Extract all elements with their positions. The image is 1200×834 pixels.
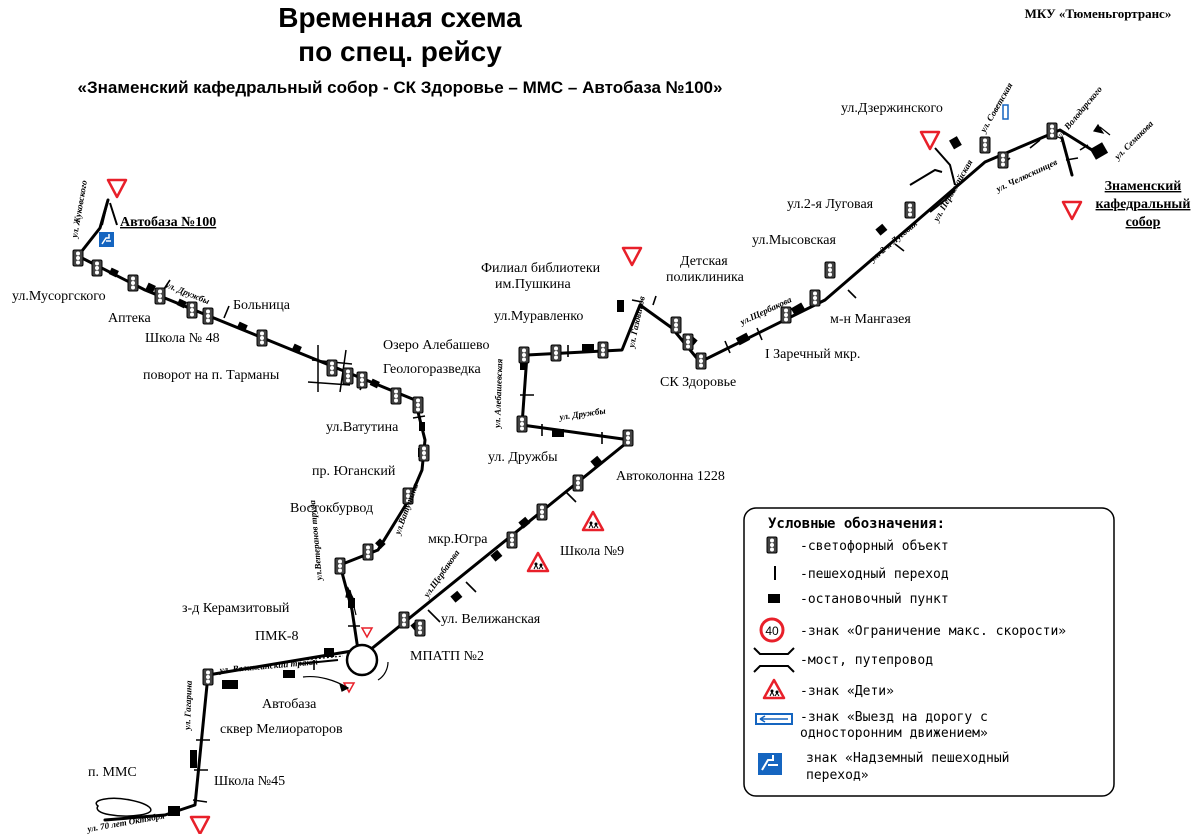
- legend-bus-stop-icon: [768, 594, 780, 603]
- label-end-3: собор: [1126, 215, 1161, 230]
- street-gagarina: ул. Гагарина: [182, 680, 194, 731]
- label-vostok: Востокбурвод: [290, 501, 373, 516]
- label-keramzit: з-д Керамзитовый: [182, 601, 290, 616]
- label-mms: п. ММС: [88, 765, 137, 780]
- label-yugansky: пр. Юганский: [312, 464, 396, 479]
- legend-text-2: -остановочный пункт: [800, 592, 949, 607]
- label-detpol1: Детская: [680, 254, 728, 269]
- one-way-exit-icon: [1002, 104, 1009, 120]
- label-shkola45: Школа №45: [214, 774, 285, 789]
- label-shkola9: Школа №9: [560, 544, 624, 559]
- street-alebashevskaya: ул. Алебашевская: [492, 358, 504, 429]
- direction-arrows: [302, 123, 1111, 692]
- roundabout-ring: [345, 643, 379, 677]
- overpass-crossing-icon: [99, 232, 114, 247]
- label-pmk8: ПМК-8: [255, 629, 299, 644]
- legend-speed-limit-icon: 40: [759, 617, 785, 643]
- label-vatutina-stop: ул.Ватутина: [326, 420, 399, 435]
- legend-text-7a: знак «Надземный пешеходный: [806, 751, 1010, 766]
- label-lugovaya2: ул.2-я Луговая: [787, 197, 874, 212]
- street-volodarskogo: ул. Володарского: [1053, 84, 1104, 142]
- label-bolnica: Больница: [233, 298, 291, 313]
- label-velizh: ул. Велижанская: [441, 612, 541, 627]
- svg-text:40: 40: [765, 624, 779, 638]
- title-line-1: Временная схема: [278, 2, 522, 33]
- legend-text-4: -мост, путепровод: [800, 653, 933, 668]
- label-mangazeya: м-н Мангазея: [830, 312, 911, 327]
- street-gazovikov: ул. Газовиков: [626, 295, 647, 349]
- title-line-2: по спец. рейсу: [298, 36, 502, 67]
- label-muravlenko: ул.Муравленко: [494, 309, 583, 324]
- label-filial1: Филиал библиотеки: [481, 261, 601, 276]
- label-skzdorovie: СК Здоровье: [660, 375, 736, 390]
- label-geolog: Геологоразведка: [383, 362, 481, 377]
- label-filial2: им.Пушкина: [495, 277, 572, 292]
- label-druzhby-stop: ул. Дружбы: [488, 450, 558, 465]
- legend-text-0: -светофорный объект: [800, 539, 949, 554]
- street-oktyabrya: ул. 70 лет Октября: [86, 811, 166, 834]
- street-lugovaya: ул. 2-я Луговая: [867, 218, 919, 264]
- street-zhukovskogo: ул. Жуковского: [69, 179, 89, 239]
- label-detpol2: поликлиника: [666, 270, 745, 285]
- label-povorot: поворот на п. Тарманы: [143, 368, 280, 383]
- street-sovetskaya: ул. Советская: [978, 80, 1015, 134]
- legend-text-5: -знак «Дети»: [800, 684, 894, 699]
- label-shkola48: Школа № 48: [145, 331, 220, 346]
- legend-text-1: -пешеходный переход: [800, 567, 949, 582]
- label-zarech: I Заречный мкр.: [765, 347, 860, 362]
- street-semakova: ул. Семакова: [1112, 118, 1156, 162]
- route-subtitle: «Знаменский кафедральный собор - СК Здор…: [78, 78, 723, 97]
- legend-text-6a: -знак «Выезд на дорогу с: [800, 710, 988, 725]
- legend: Условные обозначения: -светофорный объек…: [743, 507, 1115, 797]
- label-mpatp2: МПАТП №2: [410, 649, 484, 664]
- label-avtobaza: Автобаза: [262, 697, 317, 712]
- label-avtobaza100: Автобаза №100: [120, 215, 216, 230]
- stop-labels: Автобаза №100 ул.Мусоргского Аптека Школ…: [12, 101, 1190, 789]
- bus-stops: [108, 136, 1109, 816]
- legend-text-7b: переход»: [806, 768, 869, 783]
- street-druzhby-e: ул. Дружбы: [558, 406, 606, 422]
- street-velizh-trakt: ул. Велижанский тракт: [218, 656, 318, 675]
- label-musorgskogo: ул.Мусоргского: [12, 289, 106, 304]
- label-alebashevo: Озеро Алебашево: [383, 338, 490, 353]
- bridge-dzerzhinskogo: [909, 147, 956, 213]
- label-avtokolonna: Автоколонна 1228: [616, 469, 725, 484]
- label-apteka: Аптека: [108, 311, 152, 326]
- label-end-1: Знаменский: [1105, 179, 1182, 194]
- label-end-2: кафедральный: [1096, 197, 1191, 212]
- label-dzerzh: ул.Дзержинского: [841, 101, 943, 116]
- street-pervomayskaya: ул. Первомайская: [931, 157, 975, 223]
- crosswalks: [161, 139, 1089, 803]
- legend-title: Условные обозначения:: [768, 516, 945, 532]
- legend-one-way-icon: [755, 713, 793, 725]
- legend-text-3: -знак «Ограничение макс. скорости»: [800, 624, 1066, 639]
- legend-overpass-icon: [758, 753, 782, 775]
- label-mysovskaya: ул.Мысовская: [752, 233, 836, 248]
- children-signs: [526, 510, 605, 573]
- legend-traffic-light-icon: [766, 536, 778, 554]
- label-mkrugra: мкр.Югра: [428, 532, 488, 547]
- legend-bridge-icon: [753, 647, 795, 673]
- organization: МКУ «Тюменьгортранс»: [1025, 6, 1172, 21]
- legend-text-6b: односторонним движением»: [800, 726, 988, 741]
- label-skver: сквер Мелиораторов: [220, 722, 343, 737]
